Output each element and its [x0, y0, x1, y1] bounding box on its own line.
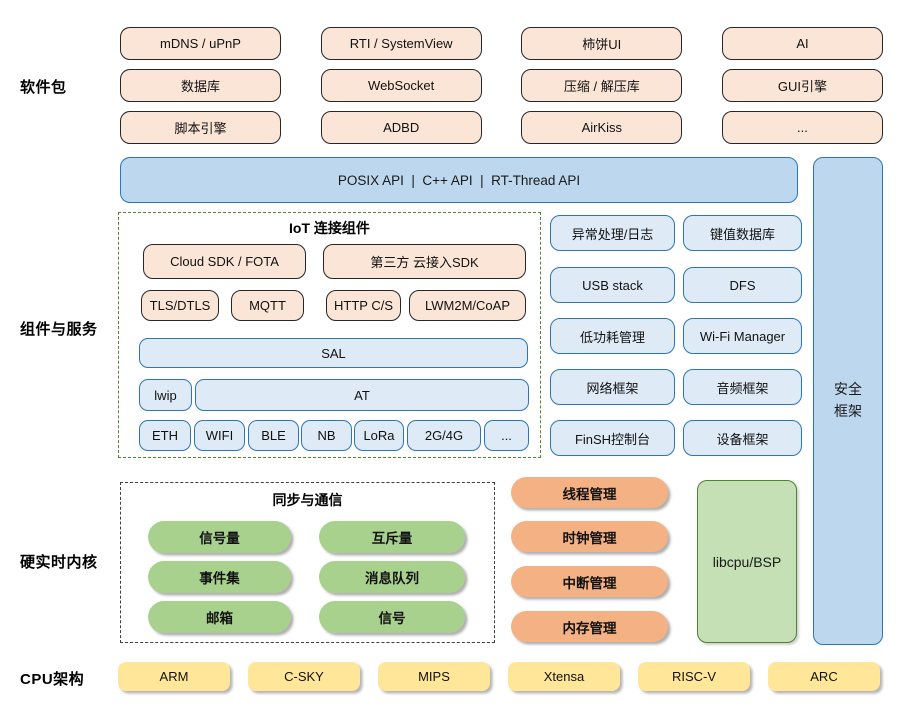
security-framework-label-line1: 安全 [834, 381, 862, 398]
link-layer-box: WIFI [194, 420, 245, 451]
sal-layer-box: SAL [139, 338, 528, 368]
sync-pill: 互斥量 [319, 521, 465, 553]
link-layer-box: 2G/4G [407, 420, 481, 451]
service-box: FinSH控制台 [550, 420, 675, 456]
api-layer-bar: POSIX API | C++ API | RT-Thread API [120, 157, 798, 203]
protocol-box: MQTT [231, 290, 304, 321]
lwip-box: lwip [139, 379, 192, 411]
sync-communication-panel: 同步与通信 信号量 互斥量 事件集 消息队列 邮箱 信号 [120, 482, 495, 643]
software-package-box: AirKiss [521, 111, 683, 144]
service-box: USB stack [550, 267, 675, 303]
software-package-box: 数据库 [120, 69, 281, 102]
section-label-realtime-kernel: 硬实时内核 [20, 554, 98, 571]
software-package-box: mDNS / uPnP [120, 27, 281, 60]
sync-pill: 邮箱 [148, 601, 291, 633]
cpu-arch-box: Xtensa [508, 662, 620, 691]
link-layer-box: ... [484, 420, 529, 451]
manager-pill: 内存管理 [511, 611, 668, 642]
third-party-cloud-sdk-box: 第三方 云接入SDK [323, 244, 526, 279]
cpu-arch-box: RISC-V [638, 662, 750, 691]
iot-panel-title: IoT 连接组件 [289, 220, 370, 236]
service-box: 键值数据库 [683, 215, 802, 251]
section-label-components-services: 组件与服务 [20, 321, 98, 338]
cpu-arch-box: C-SKY [248, 662, 360, 691]
sync-pill: 消息队列 [319, 561, 465, 593]
libcpu-bsp-box: libcpu/BSP [697, 480, 797, 643]
software-package-box: WebSocket [320, 69, 482, 102]
security-framework-label-line2: 框架 [834, 403, 862, 419]
manager-pill: 中断管理 [511, 566, 668, 597]
at-layer-box: AT [195, 379, 529, 411]
protocol-box: LWM2M/CoAP [409, 290, 526, 321]
software-packages-grid: mDNS / uPnP RTI / SystemView 柿饼UI AI 数据库… [120, 27, 883, 144]
security-framework-box: 安全 框架 [813, 157, 883, 645]
sync-pill: 信号量 [148, 521, 291, 553]
service-box: 设备框架 [683, 420, 802, 456]
service-box: 异常处理/日志 [550, 215, 675, 251]
sync-pill: 信号 [319, 601, 465, 633]
section-label-cpu-arch: CPU架构 [20, 671, 85, 688]
software-package-box: RTI / SystemView [320, 27, 482, 60]
protocol-box: TLS/DTLS [141, 290, 219, 321]
cpu-arch-box: ARC [768, 662, 880, 691]
link-layer-box: NB [301, 420, 352, 451]
link-layer-box: BLE [248, 420, 299, 451]
cpu-arch-box: MIPS [378, 662, 490, 691]
protocol-box: HTTP C/S [326, 290, 401, 321]
section-label-software-packages: 软件包 [20, 79, 67, 96]
software-package-box: 压缩 / 解压库 [521, 69, 683, 102]
software-package-box: ADBD [320, 111, 482, 144]
service-box: Wi-Fi Manager [683, 318, 802, 354]
software-package-box: GUI引擎 [721, 69, 883, 102]
service-box: 网络框架 [550, 369, 675, 405]
cpu-arch-box: ARM [118, 662, 230, 691]
software-package-box: AI [721, 27, 883, 60]
iot-components-panel: IoT 连接组件 Cloud SDK / FOTA 第三方 云接入SDK TLS… [118, 212, 541, 458]
service-box: DFS [683, 267, 802, 303]
software-package-box: 柿饼UI [521, 27, 683, 60]
manager-pill: 时钟管理 [511, 521, 668, 552]
service-box: 低功耗管理 [550, 318, 675, 354]
sync-panel-title: 同步与通信 [272, 492, 343, 508]
service-box: 音频框架 [683, 369, 802, 405]
cloud-sdk-box: Cloud SDK / FOTA [143, 244, 306, 279]
software-package-box: 脚本引擎 [120, 111, 281, 144]
link-layer-box: ETH [139, 420, 191, 451]
sync-pill: 事件集 [148, 561, 291, 593]
software-package-box: ... [721, 111, 883, 144]
link-layer-box: LoRa [354, 420, 404, 451]
manager-pill: 线程管理 [511, 477, 668, 508]
